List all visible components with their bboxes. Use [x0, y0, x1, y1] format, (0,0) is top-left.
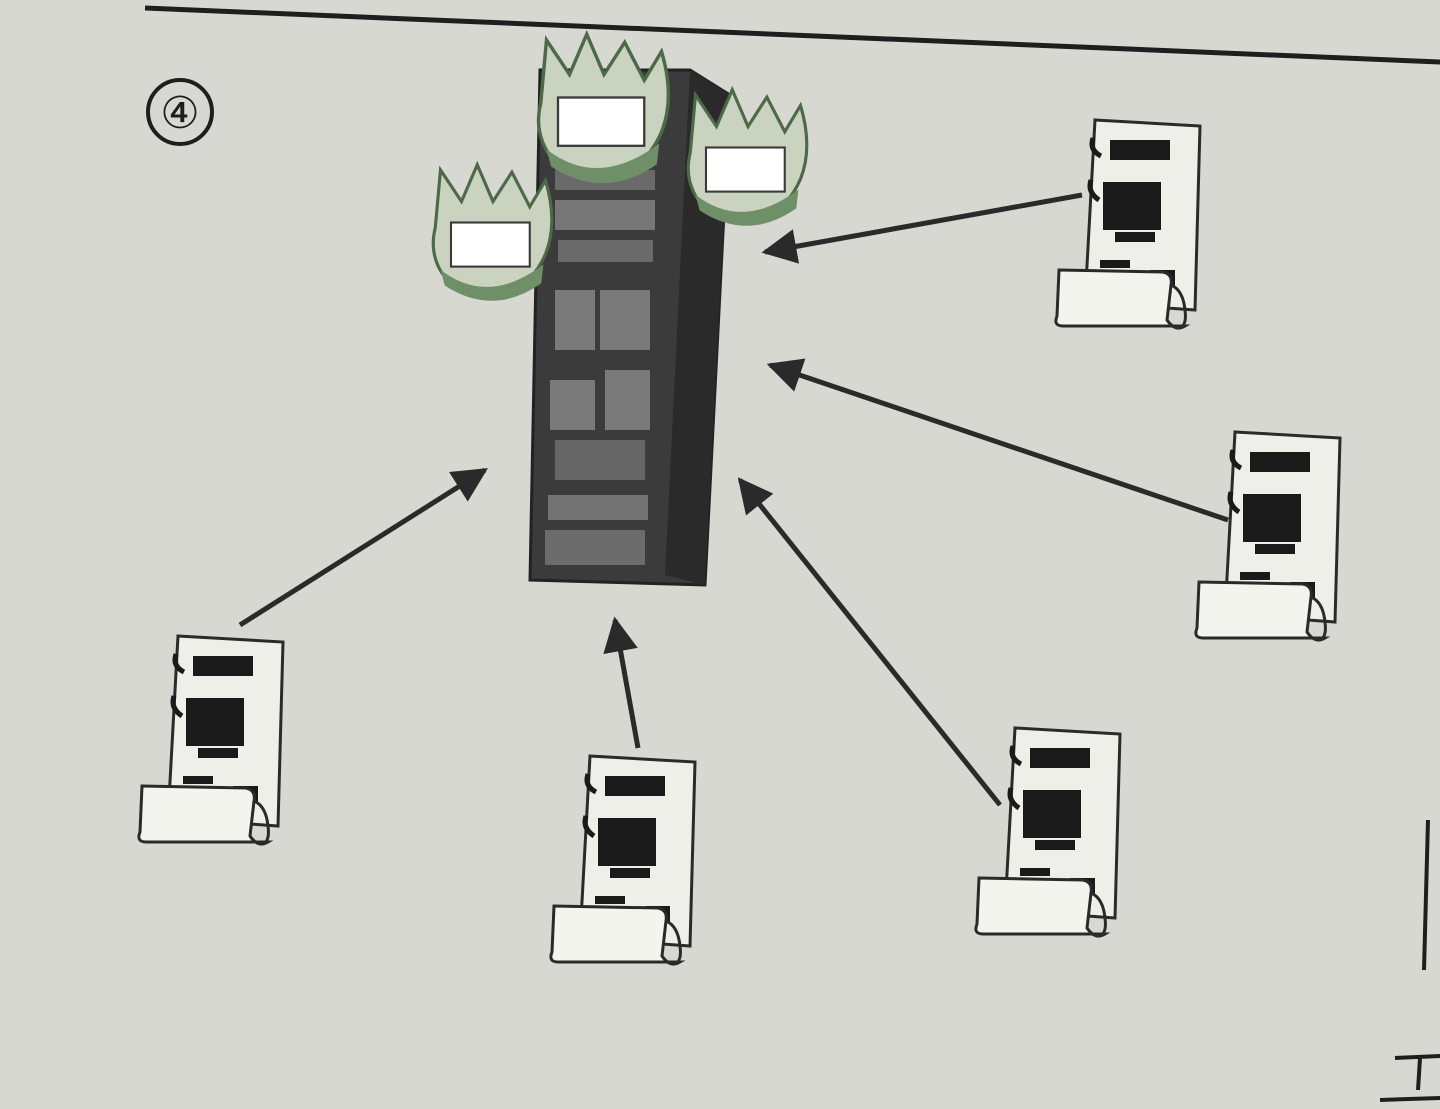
top-border-line — [144, 5, 1440, 65]
arrow-doc1-to-server — [761, 192, 1083, 264]
arrows — [238, 192, 1229, 807]
document-scroll-icon-5 — [139, 636, 283, 844]
document-scroll-icon-1 — [1056, 120, 1200, 328]
corner-mark — [1379, 1054, 1440, 1102]
plant-label-icon-right — [686, 88, 809, 228]
figure-number: ④ — [146, 78, 214, 146]
document-scroll-icon-2 — [1196, 432, 1340, 640]
right-border-line — [1422, 819, 1430, 971]
arrow-doc3-to-server — [737, 477, 1002, 807]
arrow-doc5-to-server — [238, 467, 488, 628]
arrow-doc4-to-server — [603, 616, 641, 749]
plant-label-icon-top — [536, 32, 671, 185]
plant-label-icon-left — [431, 163, 554, 303]
document-scroll-icon-4 — [551, 756, 695, 964]
arrow-doc2-to-server — [766, 358, 1229, 523]
document-scroll-icon-3 — [976, 728, 1120, 936]
figure-number-text: ④ — [160, 88, 199, 139]
